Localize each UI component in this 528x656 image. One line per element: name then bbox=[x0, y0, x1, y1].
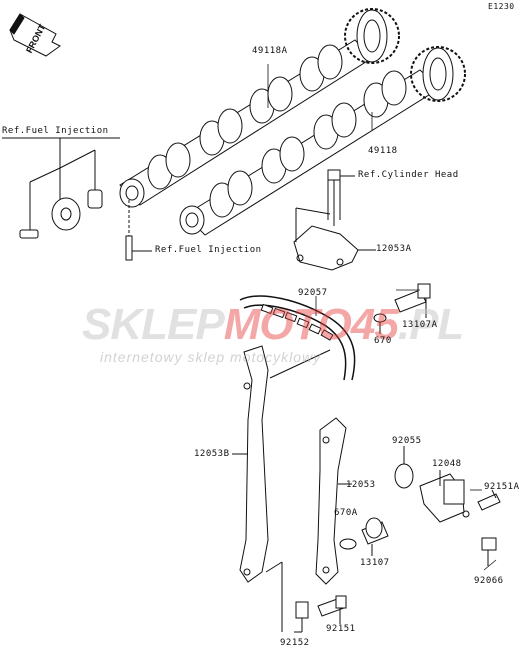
label-ref-fuel-injection-top: Ref.Fuel Injection bbox=[2, 126, 109, 136]
bolt-13107 bbox=[361, 517, 389, 556]
watermark-brand-part4: 45 bbox=[350, 300, 399, 349]
label-92152: 92152 bbox=[280, 638, 310, 648]
label-92055: 92055 bbox=[392, 436, 422, 446]
label-670a: 670A bbox=[334, 508, 358, 518]
collar-92152 bbox=[265, 561, 309, 633]
front-arrow-icon bbox=[9, 13, 61, 57]
bolt-92066 bbox=[481, 537, 497, 566]
label-ref-fuel-injection-mid: Ref.Fuel Injection bbox=[155, 245, 262, 255]
camshaft-49118 bbox=[179, 46, 466, 236]
fuel-injection-parts bbox=[2, 137, 120, 239]
label-49118: 49118 bbox=[368, 146, 398, 156]
bracket-12053a bbox=[293, 169, 376, 271]
chain-guide-12053b bbox=[232, 345, 269, 583]
chain-guide-12053 bbox=[315, 417, 352, 585]
label-13107a: 13107A bbox=[402, 320, 438, 330]
label-12048: 12048 bbox=[432, 459, 462, 469]
o-ring-670a bbox=[339, 538, 357, 550]
label-ref-cylinder-head: Ref.Cylinder Head bbox=[358, 170, 459, 180]
watermark-brand-part3: O bbox=[317, 300, 352, 349]
gasket-92055 bbox=[394, 446, 414, 489]
label-49118a: 49118A bbox=[252, 46, 288, 56]
watermark-brand-part1: SKLEP bbox=[82, 300, 225, 349]
watermark-logo: SKLEPMOTO45.PL bbox=[82, 300, 464, 350]
label-92151a: 92151A bbox=[484, 482, 520, 492]
label-92057: 92057 bbox=[298, 288, 328, 298]
watermark-brand-part5: .PL bbox=[397, 300, 464, 349]
label-12053a: 12053A bbox=[376, 244, 412, 254]
camshaft-49118a bbox=[119, 8, 400, 208]
dowel-pin bbox=[125, 200, 152, 261]
label-92066: 92066 bbox=[474, 576, 504, 586]
tensioner-12048 bbox=[419, 470, 470, 523]
label-670: 670 bbox=[374, 336, 392, 346]
label-13107: 13107 bbox=[360, 558, 390, 568]
watermark-tagline: internetowy sklep motocyklowy bbox=[100, 349, 322, 365]
o-ring-670 bbox=[373, 313, 387, 334]
label-92151: 92151 bbox=[326, 624, 356, 634]
bolt-92151a bbox=[477, 489, 501, 511]
bolt-92151 bbox=[317, 595, 347, 624]
label-12053: 12053 bbox=[346, 480, 376, 490]
bolt-13107a bbox=[394, 283, 431, 318]
watermark-brand-part2: MOT bbox=[223, 300, 319, 349]
diagram-code: E1230 bbox=[488, 2, 515, 11]
label-12053b: 12053B bbox=[194, 449, 230, 459]
cam-chain-92057 bbox=[239, 295, 356, 381]
